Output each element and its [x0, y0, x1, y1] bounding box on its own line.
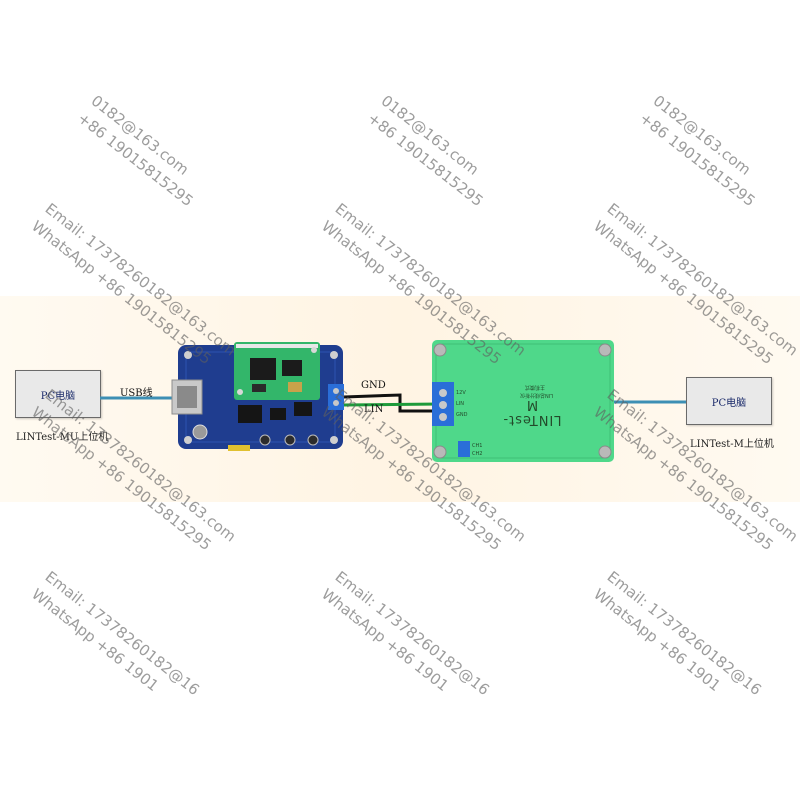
right-pc-label: PC电脑	[711, 397, 747, 409]
mounting-hole-icon	[598, 343, 612, 357]
left-pc-caption: LINTest-MU上位机	[16, 432, 109, 443]
slave-board-title: LINTest-M	[502, 397, 562, 427]
mounting-hole-icon	[433, 343, 447, 357]
pin-label-ch2: CH2	[472, 451, 483, 457]
left-pc-box: PC电脑	[15, 370, 101, 418]
pin-label-ch1: CH1	[472, 443, 483, 449]
slave-board-subtitle-1: LIN总线分析仪	[520, 392, 554, 398]
mounting-hole-icon	[184, 436, 192, 444]
pin-label-12v: 12V	[456, 390, 466, 396]
right-pc-box: PC电脑	[686, 377, 772, 425]
lin-label: LIN	[364, 404, 384, 415]
gnd-label: GND	[361, 380, 386, 391]
mounting-hole-icon	[598, 445, 612, 459]
left-pc-label: PC电脑	[40, 390, 76, 402]
mounting-hole-icon	[330, 351, 338, 359]
push-button-icon	[284, 434, 296, 446]
lintest-m-board	[432, 340, 614, 462]
mounting-hole-icon	[184, 351, 192, 359]
screw-terminal-icon	[328, 384, 344, 410]
mounting-hole-icon	[330, 436, 338, 444]
mounting-hole-icon	[433, 445, 447, 459]
usb-cable-label: USB线	[120, 388, 153, 399]
right-pc-caption: LINTest-M上位机	[690, 439, 774, 450]
lin-wire	[343, 402, 441, 407]
pin-label-gnd: GND	[456, 412, 468, 418]
slave-board-subtitle-2: 主机模式	[525, 384, 546, 390]
push-button-icon	[307, 434, 319, 446]
push-button-icon	[259, 434, 271, 446]
isolation-module	[234, 342, 320, 400]
pin-label-lin: LIN	[456, 401, 465, 407]
master-adapter-board	[171, 342, 344, 451]
